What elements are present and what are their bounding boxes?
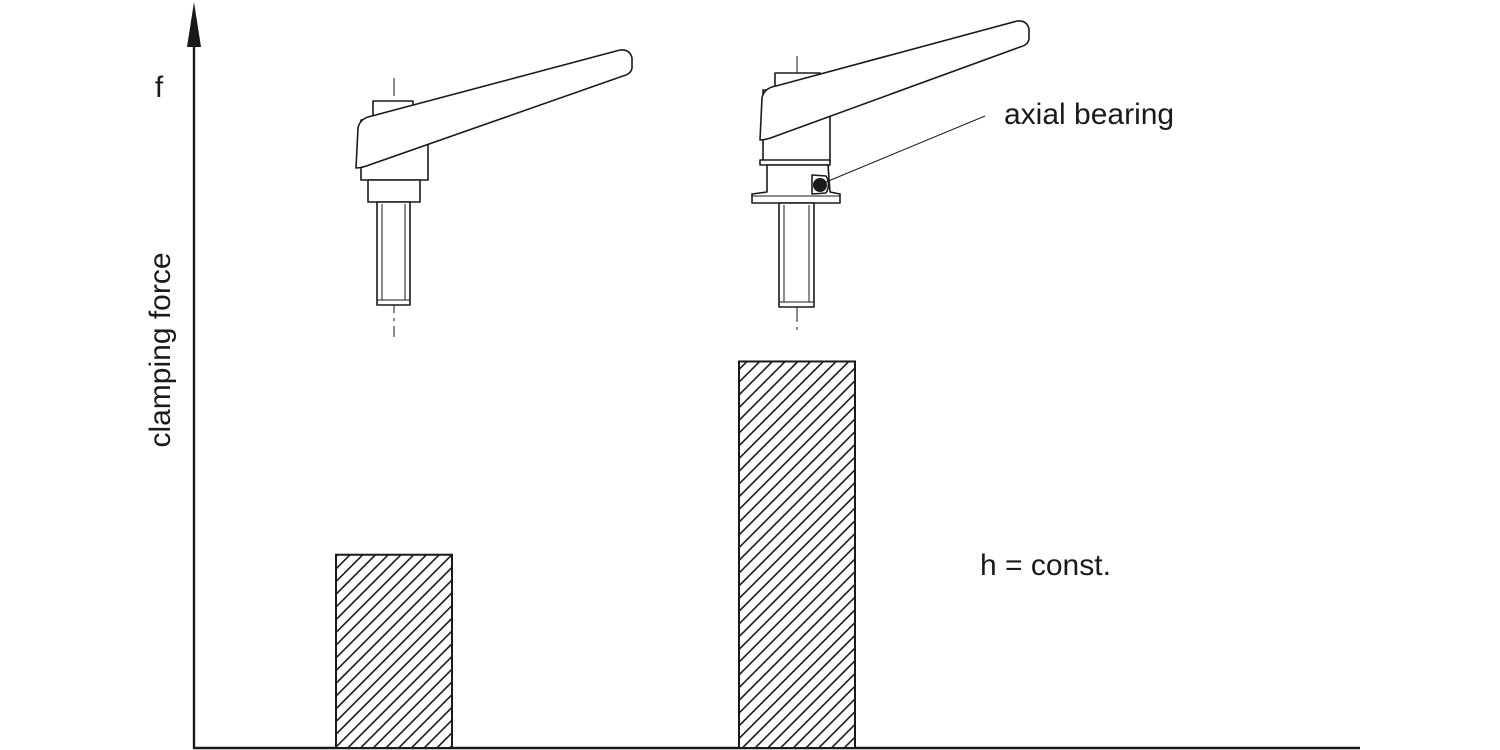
bars-group: [335, 360, 856, 750]
axial-bearing-ball: [813, 178, 827, 192]
axial-bearing-leader-line: [825, 115, 986, 183]
y-axis-label: clamping force: [144, 252, 177, 447]
clamping-lever-axial-bearing-illustration: [751, 20, 1030, 330]
clamping-lever-standard-illustration: [355, 49, 633, 337]
constant-h-annotation: h = const.: [980, 549, 1111, 582]
bar-2: [738, 360, 856, 749]
axial-bearing-callout: axial bearing: [1004, 98, 1174, 131]
y-axis-symbol: f: [155, 71, 164, 104]
bar-1: [335, 553, 453, 750]
y-axis-arrow: [187, 2, 201, 47]
